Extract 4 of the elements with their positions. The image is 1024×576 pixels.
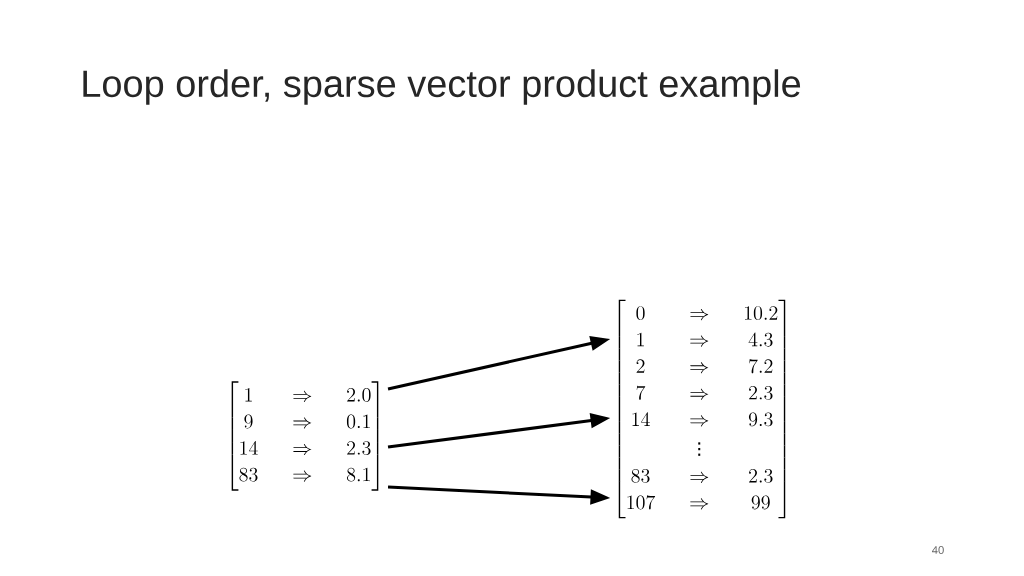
- page-number: 40: [932, 546, 944, 554]
- matrix: $\begin{bmatrix} 0 & \Rightarrow & 10.2 \\ 1 & \Rightarrow & 4.3 \\ 2 & \Rightarrow & 7.2 \\ 7 & \Rightarrow & 2.3 \\ 14 & \Rightarrow & 9.3 \\ & \vdots & \\ 83 & \Rightarrow & 2.3 \\ 107 & \Rightarrow & 99 \end{bmatrix}$: [618, 299, 786, 519]
- slide-title: Loop order, sparse vector product example: [83, 69, 801, 105]
- matrix: $\begin{bmatrix} 1 & \Rightarrow & 2.0 \\ 9 & \Rightarrow & 0.1 \\ 14 & \Rightarrow & 2.3 \\ 83 & \Rightarrow & 8.1 \end{bmatrix}$: [231, 381, 379, 491]
